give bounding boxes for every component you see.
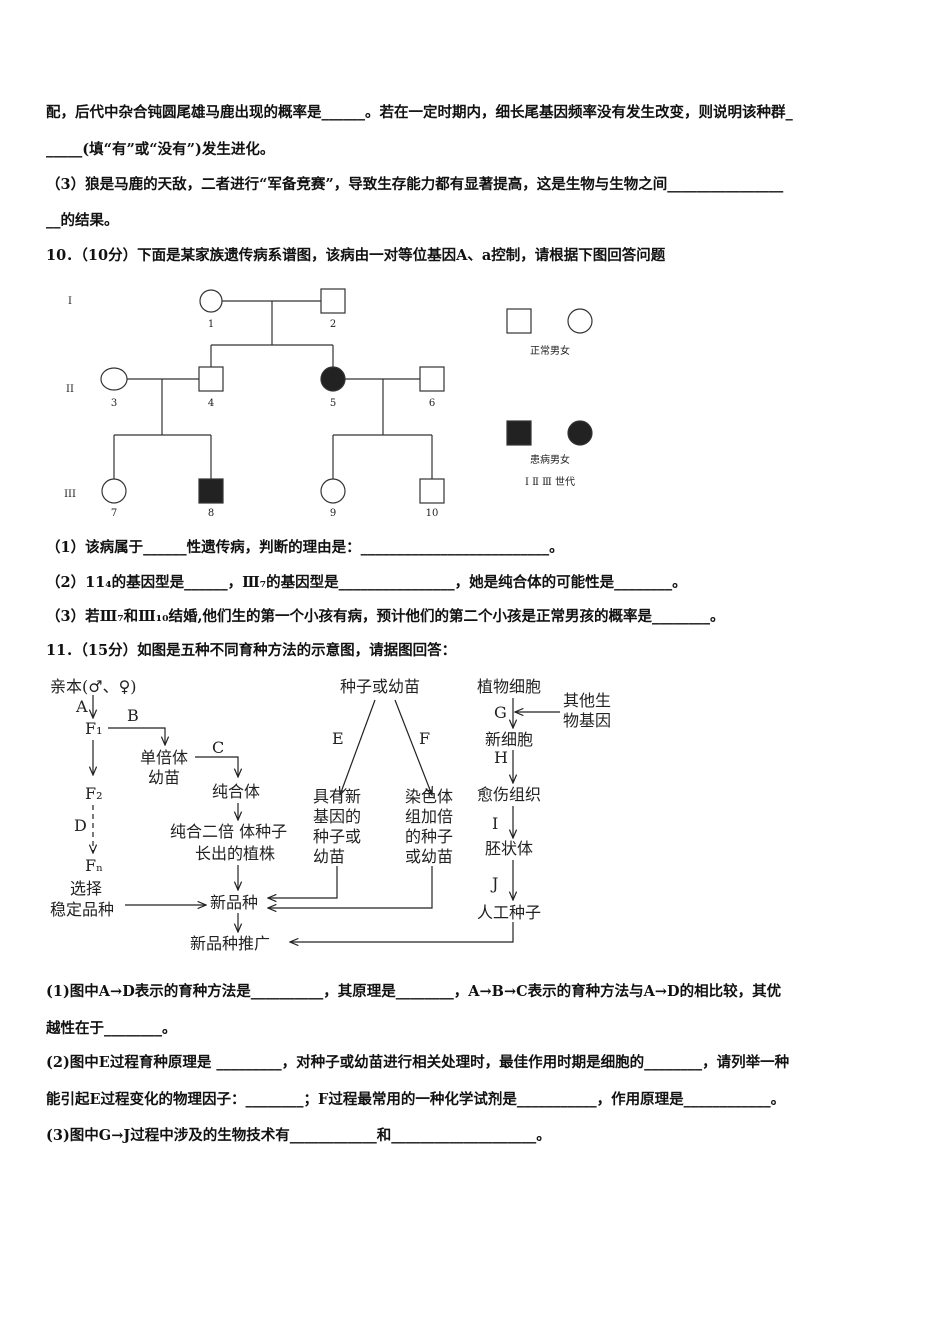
select-label: 选择 [70, 879, 102, 898]
male-normal [320, 288, 346, 314]
question-11: 11．（15分）如图是五种不同育种方法的示意图，请据图回答： [46, 642, 457, 659]
callus-label: 愈伤组织 [477, 785, 541, 804]
step-b: B [127, 706, 139, 725]
legend-female-affected [567, 420, 593, 446]
individual-number: 9 [330, 508, 336, 519]
new-gene-label: 种子或 [313, 827, 361, 846]
step-h: H [494, 748, 508, 767]
question-10: 10．（10分）下面是某家族遗传病系谱图，该病由一对等位基因A、a控制，请根据下… [46, 247, 666, 264]
legend-female-normal [567, 308, 593, 334]
question-11-2: (2)图中E过程育种原理是 _________，对种子或幼苗进行相关处理时，最佳… [46, 1054, 790, 1071]
question-11-1: (1)图中A→D表示的育种方法是__________，其原理是________，… [46, 983, 782, 1000]
diploid-plant-label: 纯合二倍 体种子 [170, 822, 287, 841]
fn-label: Fₙ [85, 856, 103, 875]
individual-number: 8 [208, 508, 214, 519]
artificial-seed-label: 人工种子 [477, 903, 541, 922]
legend-normal-label: 正常男女 [530, 344, 570, 357]
legend-male-affected [506, 420, 532, 446]
embryoid-label: 胚状体 [485, 839, 533, 858]
other-gene-label: 物基因 [563, 711, 611, 730]
individual-number: 1 [208, 319, 214, 330]
individual-number: 3 [111, 398, 117, 409]
polyploid-label: 的种子 [405, 827, 453, 846]
text-line: _____(填“有”或“没有”)发生进化。 [46, 141, 275, 158]
step-a: A [75, 697, 88, 716]
f2-label: F₂ [85, 784, 103, 803]
question-11-2: 能引起E过程变化的物理因子：________；F过程最常用的一种化学试剂是___… [46, 1091, 786, 1108]
text-line: （3）狼是马鹿的天敌，二者进行“军备竞赛”，导致生存能力都有显著提高，这是生物与… [46, 176, 784, 193]
legend-generation-label: Ⅰ Ⅱ Ⅲ 世代 [525, 476, 575, 488]
generation-label: I [68, 296, 72, 307]
step-j: J [490, 874, 498, 893]
diploid-plant-label: 长出的植株 [195, 844, 275, 863]
step-i: I [492, 814, 498, 833]
seed-label: 种子或幼苗 [340, 677, 420, 696]
new-cell-label: 新细胞 [485, 730, 533, 749]
female-normal [199, 289, 223, 313]
individual-number: 7 [111, 508, 117, 519]
individual-number: 6 [429, 398, 435, 409]
male-normal [419, 366, 445, 392]
generation-label: II [66, 384, 74, 395]
step-d: D [74, 816, 87, 835]
question-10-1: （1）该病属于______性遗传病，判断的理由是：_______________… [46, 539, 564, 556]
question-11-1: 越性在于________。 [46, 1020, 177, 1037]
male-normal [419, 478, 445, 504]
question-10-3: （3）若Ⅲ₇和Ⅲ₁₀结婚,他们生的第一个小孩有病，预计他们的第二个小孩是正常男孩… [46, 608, 725, 625]
haploid-label: 单倍体 [140, 748, 188, 767]
female-normal [101, 478, 127, 504]
plant-cell-label: 植物细胞 [477, 677, 541, 696]
other-gene-label: 其他生 [563, 691, 611, 710]
male-affected [198, 478, 224, 504]
polyploid-label: 组加倍 [405, 807, 453, 826]
step-f: F [419, 729, 430, 748]
question-10-2: （2）11₄的基因型是______，Ⅲ₇的基因型是_______________… [46, 574, 687, 591]
text-line: __的结果。 [46, 212, 119, 229]
parents-label: 亲本(♂、♀) [50, 677, 137, 696]
individual-number: 5 [330, 398, 336, 409]
generation-label: III [64, 489, 76, 500]
female-normal [320, 478, 346, 504]
f1-label: F₁ [85, 719, 103, 738]
select-label: 稳定品种 [50, 900, 114, 919]
step-g: G [494, 703, 507, 722]
haploid-label: 幼苗 [148, 768, 180, 787]
new-gene-label: 具有新 [313, 787, 361, 806]
polyploid-label: 染色体 [405, 787, 453, 806]
individual-number: 2 [330, 319, 336, 330]
legend-affected-label: 患病男女 [530, 453, 570, 466]
new-gene-label: 幼苗 [313, 847, 345, 866]
new-gene-label: 基因的 [313, 807, 361, 826]
homozygote-label: 纯合体 [212, 782, 260, 801]
individual-number: 4 [208, 398, 214, 409]
legend-male-normal [506, 308, 532, 334]
female-affected [320, 366, 346, 392]
step-c: C [212, 738, 224, 757]
new-variety-label: 新品种 [210, 893, 258, 912]
individual-number: 10 [426, 508, 439, 519]
polyploid-label: 或幼苗 [405, 847, 453, 866]
promotion-label: 新品种推广 [190, 934, 270, 953]
step-e: E [332, 729, 344, 748]
question-11-3: (3)图中G→J过程中涉及的生物技术有____________和________… [46, 1127, 551, 1144]
female-normal [100, 367, 128, 391]
text-line: 配，后代中杂合钝圆尾雄马鹿出现的概率是______。若在一定时期内，细长尾基因频… [46, 104, 793, 121]
male-normal [198, 366, 224, 392]
